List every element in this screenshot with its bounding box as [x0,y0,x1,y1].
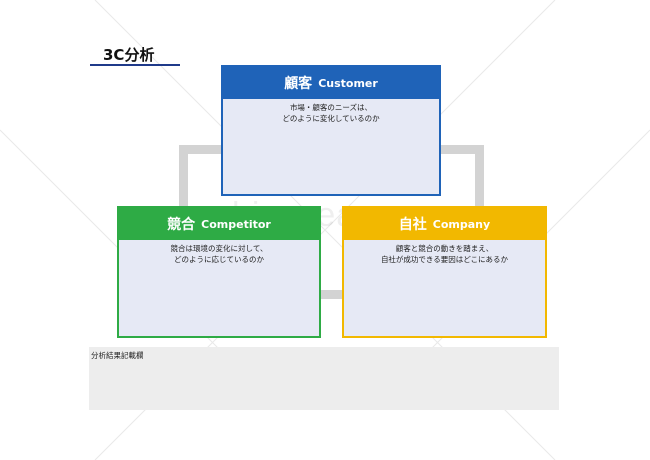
company-title-jp: 自社 [398,217,427,233]
results-area[interactable]: 分析結果記載欄 [89,347,559,410]
page-title: 3C分析 [103,46,155,64]
company-line-1: 顧客と競合の動きを踏まえ、 [395,244,494,253]
results-label: 分析結果記載欄 [91,351,144,360]
company-card-body: 顧客と競合の動きを踏まえ、 自社が成功できる要因はどこにあるか [344,240,545,265]
connector-right [475,145,484,207]
competitor-card: 競合 Competitor 競合は環境の変化に対して、 どのように応じているのか [117,206,321,338]
company-card-header: 自社 Company [344,208,545,240]
competitor-card-body: 競合は環境の変化に対して、 どのように応じているのか [119,240,319,265]
customer-line-1: 市場・顧客のニーズは、 [289,103,373,112]
competitor-title-jp: 競合 [167,217,196,233]
competitor-card-header: 競合 Competitor [119,208,319,240]
competitor-line-1: 競合は環境の変化に対して、 [170,244,268,253]
company-card: 自社 Company 顧客と競合の動きを踏まえ、 自社が成功できる要因はどこにあ… [342,206,547,338]
competitor-title-en: Competitor [201,217,271,231]
company-line-2: 自社が成功できる要因はどこにあるか [380,255,509,264]
customer-card-body: 市場・顧客のニーズは、 どのように変化しているのか [223,99,439,124]
connector-bottom [320,290,343,299]
customer-title-jp: 顧客 [284,76,313,92]
title-underline [90,64,180,66]
customer-card-header: 顧客 Customer [223,67,439,99]
customer-card: 顧客 Customer 市場・顧客のニーズは、 どのように変化しているのか [221,65,441,196]
customer-title-en: Customer [318,76,378,90]
connector-left [179,145,188,207]
company-title-en: Company [432,217,491,231]
customer-line-2: どのように変化しているのか [282,114,380,123]
competitor-line-2: どのように応じているのか [174,255,264,264]
